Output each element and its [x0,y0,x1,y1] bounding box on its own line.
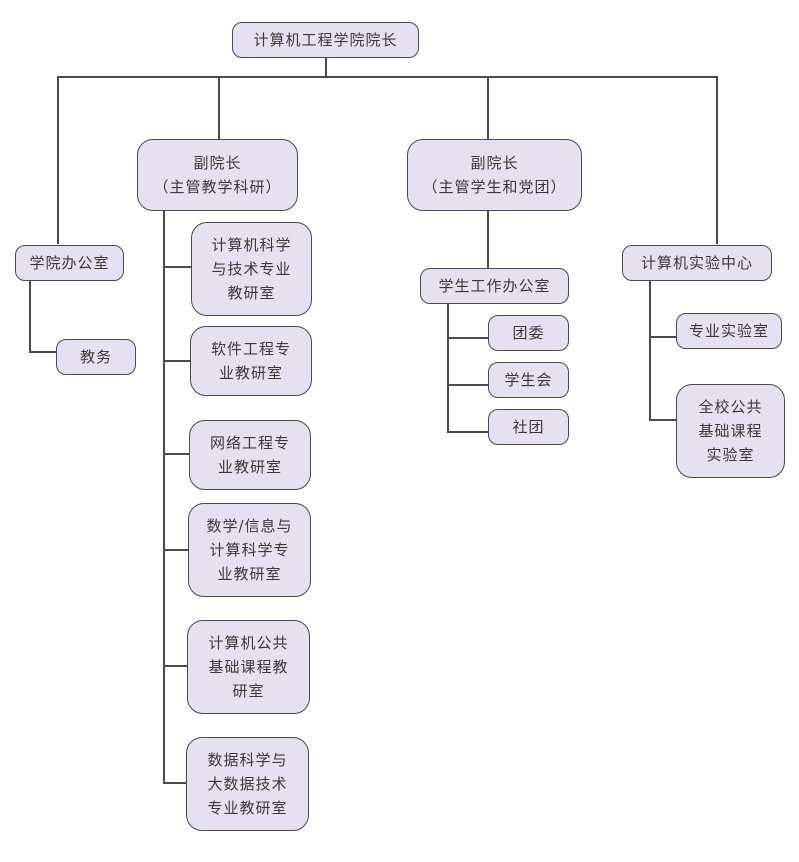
connector-office-branch [29,351,56,353]
professional-lab-node: 专业实验室 [676,313,782,349]
connector-office-trunk [29,280,31,352]
connector-teaching-branch-2 [163,360,191,362]
connector-teaching-branch-3 [163,453,191,455]
connector-teaching-trunk [163,210,165,783]
professional-lab-label: 专业实验室 [688,322,769,340]
connector-students-branch-2 [447,384,489,386]
college-office-node: 学院办公室 [15,245,124,281]
teaching-dept-se-node: 软件工程专 业教研室 [190,326,312,396]
connector-lab-branch-2 [649,419,677,421]
teaching-dept-math-node: 数学/信息与 计算科学专 业教研室 [188,503,311,597]
connector-vp-teaching-down [218,76,220,140]
connector-vp-students-down [487,76,489,140]
teaching-dept-label: 数学/信息与 计算科学专 业教研室 [206,517,293,583]
vp-teaching-node: 副院长 （主管教学科研） [137,139,298,211]
clubs-node: 社团 [488,409,569,445]
connector-students-branch-3 [447,431,489,433]
connector-lab-branch-1 [649,336,677,338]
teaching-dept-label: 网络工程专 业教研室 [209,434,290,476]
connector-teaching-branch-4 [163,549,191,551]
student-union-node: 学生会 [488,362,569,398]
public-basic-lab-label: 全校公共 基础课程 实验室 [698,398,763,464]
connector-teaching-branch-1 [163,266,191,268]
lab-center-label: 计算机实验中心 [640,254,753,272]
teaching-dept-label: 计算机科学 与技术专业 教研室 [211,236,292,302]
student-union-label: 学生会 [504,371,553,389]
dean-node: 计算机工程学院院长 [232,22,419,58]
connector-office-down [57,76,59,244]
connector-students-down [487,210,489,270]
teaching-dept-label: 数据科学与 大数据技术 专业教研室 [207,751,288,817]
connector-students-branch-1 [447,337,489,339]
academic-affairs-node: 教务 [56,339,136,375]
connector-teaching-branch-6 [163,782,191,784]
connector-top-horizontal [57,76,717,78]
youth-league-node: 团委 [488,315,569,351]
youth-league-label: 团委 [512,324,545,342]
vp-students-node: 副院长 （主管学生和党团） [407,139,582,211]
connector-lab-trunk [649,280,651,420]
teaching-dept-cs-node: 计算机科学 与技术专业 教研室 [191,222,312,316]
lab-center-node: 计算机实验中心 [622,245,772,281]
vp-students-label: 副院长 （主管学生和党团） [422,154,567,196]
clubs-label: 社团 [512,418,545,436]
connector-students-trunk [447,303,449,433]
teaching-dept-label: 计算机公共 基础课程教 研室 [208,634,289,700]
teaching-dept-label: 软件工程专 业教研室 [210,340,291,382]
connector-teaching-branch-5 [163,665,191,667]
student-affairs-office-label: 学生工作办公室 [438,277,551,295]
academic-affairs-label: 教务 [79,348,112,366]
teaching-dept-public-node: 计算机公共 基础课程教 研室 [187,620,310,714]
public-basic-lab-node: 全校公共 基础课程 实验室 [676,384,785,478]
dean-label: 计算机工程学院院长 [253,31,398,49]
student-affairs-office-node: 学生工作办公室 [420,268,569,304]
teaching-dept-bigdata-node: 数据科学与 大数据技术 专业教研室 [186,737,309,831]
connector-root-down [325,57,327,77]
college-office-label: 学院办公室 [29,254,110,272]
connector-lab-down [716,76,718,244]
vp-teaching-label: 副院长 （主管教学科研） [153,154,282,196]
teaching-dept-net-node: 网络工程专 业教研室 [189,420,311,490]
